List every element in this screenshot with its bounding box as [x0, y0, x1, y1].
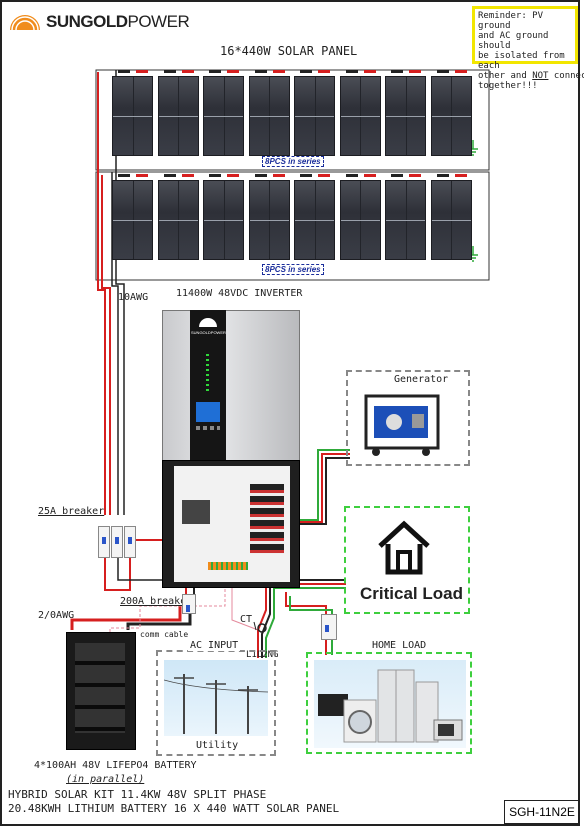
logo-brand-bold: SUNGOLD — [46, 12, 128, 31]
panel-terminal-icon — [209, 70, 239, 73]
solar-panel — [112, 180, 153, 260]
panel-terminal-icon — [391, 70, 421, 73]
battery-modules — [75, 643, 125, 733]
inverter-brand: SUNGOLDPOWER — [191, 330, 226, 335]
panel-terminal-icon — [163, 70, 194, 73]
battery-rack — [66, 632, 136, 750]
panel-terminal-icon — [118, 70, 148, 73]
panel-terminal-icon — [345, 70, 376, 73]
panel-terminal-icon — [345, 174, 376, 177]
panel-terminal-icon — [254, 70, 285, 73]
power-pole-icon — [163, 674, 269, 734]
logo-brand-light: POWER — [127, 12, 190, 31]
generator-image — [360, 390, 444, 458]
solar-panel — [385, 180, 426, 260]
kit-title: HYBRID SOLAR KIT 11.4KW 48V SPLIT PHASE … — [8, 788, 339, 816]
critical-load-box — [344, 506, 470, 614]
comm-cable-label: comm cable — [140, 630, 189, 639]
reminder-line: and AC ground should — [478, 31, 549, 51]
panel-terminal-icon — [300, 174, 330, 177]
inverter-buttons — [196, 426, 220, 430]
kit-title-line: HYBRID SOLAR KIT 11.4KW 48V SPLIT PHASE — [8, 788, 267, 801]
battery-wire-gauge: 2/0AWG — [38, 610, 75, 621]
ac-terminal-block — [250, 484, 284, 554]
kit-title-line: 20.48KWH LITHIUM BATTERY 16 X 440 WATT S… — [8, 802, 340, 815]
solar-panel — [157, 76, 199, 156]
solar-panel — [339, 180, 381, 260]
l1l2ng-label: L1L2NG — [246, 650, 279, 660]
string-1-series-label: 8PCS in series — [262, 156, 324, 167]
solar-panel — [157, 180, 199, 260]
reminder-line: other and NOT connected — [478, 71, 584, 81]
solar-panel — [248, 76, 290, 156]
battery-caption: 4*100AH 48V LIFEPO4 BATTERY — [34, 760, 197, 771]
panel-terminal-icon — [436, 174, 467, 177]
reminder-note: Reminder: PV ground and AC ground should… — [472, 6, 584, 91]
dc-terminals — [182, 500, 210, 524]
appliances-icon — [318, 669, 463, 743]
appliances-image — [314, 660, 466, 748]
pv-wire-gauge: 10AWG — [118, 292, 149, 303]
battery-parallel-caption: (in parallel) — [66, 774, 145, 785]
pv-breaker-pole — [98, 526, 110, 558]
ac-input-box — [156, 650, 276, 756]
string-2-series-label: 8PCS in series — [262, 264, 324, 275]
solar-panel — [112, 76, 153, 156]
solar-panel — [430, 76, 472, 156]
inverter-terminal-panel — [174, 466, 290, 582]
generator-icon — [364, 394, 440, 456]
home-load-title: HOME LOAD — [370, 640, 429, 651]
home-load-breaker — [321, 614, 337, 640]
ac-input-title: AC INPUT — [188, 640, 241, 651]
logo: SUNGOLDPOWER — [8, 10, 190, 34]
panel-terminal-icon — [254, 174, 285, 177]
pv-breaker-pole — [124, 526, 136, 558]
inverter-body — [162, 310, 300, 465]
solar-panel — [294, 76, 335, 156]
reminder-line: Reminder: PV ground — [478, 11, 544, 31]
panel-terminal-icon — [391, 174, 421, 177]
generator-title: Generator — [394, 374, 449, 385]
inverter-title: 11400W 48VDC INVERTER — [176, 288, 303, 299]
solar-panel — [339, 76, 381, 156]
battery-breaker — [182, 594, 196, 614]
critical-load-title: Critical Load — [360, 584, 463, 603]
reminder-line: be isolated from each — [478, 51, 565, 71]
utility-label: Utility — [196, 740, 239, 751]
solar-panel-title: 16*440W SOLAR PANEL — [220, 44, 358, 58]
inverter-lcd — [196, 402, 220, 422]
panel-terminal-icon — [436, 70, 467, 73]
inverter-display-strip: SUNGOLDPOWER — [190, 310, 226, 465]
battery-breaker-label: 200A breaker — [120, 596, 193, 607]
model-number: SGH-11N2E — [504, 800, 580, 824]
solar-panel — [430, 180, 472, 260]
panel-terminal-icon — [209, 174, 239, 177]
ct-label: CT — [240, 614, 253, 625]
panel-terminal-icon — [118, 174, 148, 177]
pv-breaker-pole — [111, 526, 123, 558]
pv-breaker-label: 25A breaker — [38, 506, 105, 517]
inverter-logo-icon — [199, 318, 217, 327]
generator-box — [346, 370, 470, 466]
solar-panel — [203, 76, 244, 156]
solar-panel — [294, 180, 335, 260]
inverter-led-column — [206, 354, 209, 394]
panel-terminal-icon — [300, 70, 330, 73]
pv-ground-icon — [468, 246, 478, 262]
utility-poles-image — [163, 660, 269, 736]
sun-logo-icon — [10, 15, 40, 31]
pv-ground-icon — [468, 140, 478, 156]
solar-panel — [385, 76, 426, 156]
reminder-line: together!!! — [478, 81, 538, 91]
panel-terminal-icon — [163, 174, 194, 177]
solar-panel — [203, 180, 244, 260]
home-load-box — [306, 652, 472, 754]
solar-panel — [248, 180, 290, 260]
house-icon — [378, 520, 430, 575]
comm-terminal-strip — [208, 562, 248, 570]
